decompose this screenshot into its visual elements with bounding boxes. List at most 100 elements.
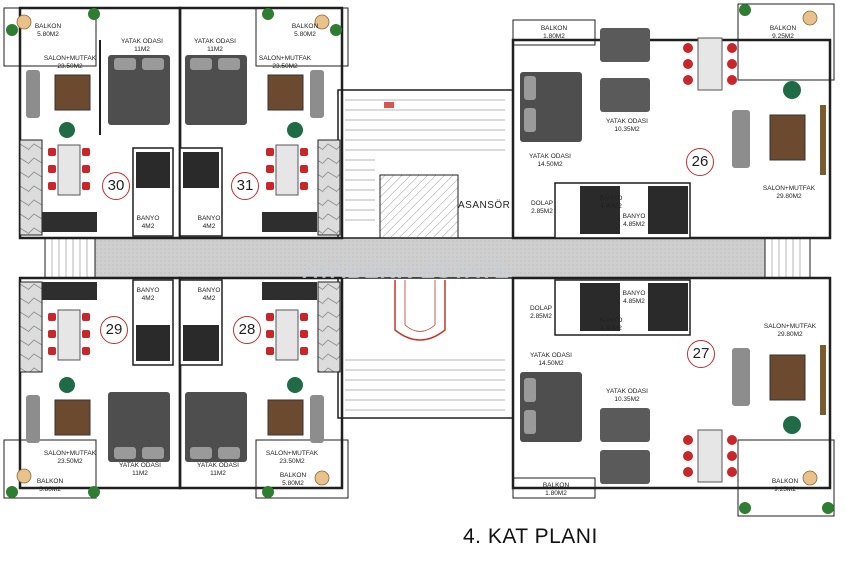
unit-28-armchair <box>287 377 303 393</box>
unit-number-30: 30 <box>102 172 130 200</box>
room-name: BALKON <box>36 478 64 485</box>
unit-number-31: 31 <box>231 172 259 200</box>
room-area: 1.80M2 <box>543 32 565 40</box>
unit-27-dining-table <box>697 429 723 483</box>
room-area: 5.80M2 <box>294 30 316 38</box>
unit-27-armchair <box>783 416 801 434</box>
unit-27-table <box>769 354 806 401</box>
room-area: 4M2 <box>202 294 216 302</box>
room-area: 4M2 <box>202 222 216 230</box>
unit-30-kitchen <box>19 139 43 236</box>
room-area: 23.50M2 <box>57 62 83 70</box>
unit-30-balcony <box>3 7 97 67</box>
room-name: SALON+MUTFAK <box>265 450 319 457</box>
unit-28-kitchen <box>317 281 341 373</box>
unit-31-armchair <box>287 122 303 138</box>
unit-29-balcony <box>3 439 97 499</box>
page-title: 4. KAT PLANI <box>463 525 598 548</box>
unit-29-sofa <box>26 395 40 443</box>
unit-26-tv <box>820 105 826 175</box>
unit-29-armchair <box>59 377 75 393</box>
room-area: 9.25M2 <box>774 485 796 493</box>
unit-29-kitchen <box>19 281 43 373</box>
room-name: BANYO <box>599 195 623 202</box>
room-name: BANYO <box>197 287 221 294</box>
room-area: 4M2 <box>141 222 155 230</box>
room-name: BALKON <box>34 23 62 30</box>
room-area: 14.50M2 <box>537 160 563 168</box>
unit-number-27: 27 <box>687 340 715 368</box>
stair-core-bottom <box>337 277 514 419</box>
room-name: BALKON <box>291 23 319 30</box>
room-name: YATAK ODASI <box>119 462 161 469</box>
unit-26-bed-3 <box>600 78 650 112</box>
unit-27-sofa <box>732 348 750 406</box>
room-name: SALON+MUTFAK <box>43 450 97 457</box>
room-name: BALKON <box>769 25 797 32</box>
room-area: 23.50M2 <box>279 457 305 465</box>
unit-30-sofa <box>26 70 40 118</box>
unit-27-tv <box>820 345 826 415</box>
room-name: BALKON <box>542 482 570 489</box>
room-name: BANYO <box>197 215 221 222</box>
unit-31-dining-table <box>275 144 299 196</box>
unit-30-table <box>54 74 91 111</box>
room-name: BANYO <box>599 317 623 324</box>
room-area: 5.80M2 <box>282 479 304 487</box>
unit-29-table <box>54 399 91 436</box>
unit-30-dining-table <box>57 144 81 196</box>
unit-31-sofa <box>310 70 324 118</box>
unit-29-bed <box>108 392 170 462</box>
unit-28-wall <box>178 276 344 490</box>
spiral-stair <box>394 280 446 341</box>
unit-26-table <box>769 114 806 161</box>
room-name: YATAK ODASI <box>121 38 163 45</box>
unit-30-armchair <box>59 122 75 138</box>
room-area: 5.80M2 <box>39 485 61 493</box>
room-name: BANYO <box>136 287 160 294</box>
room-name: DOLAP <box>529 305 553 312</box>
room-area: 2.85M2 <box>531 207 553 215</box>
unit-27-bed-3 <box>600 450 650 484</box>
unit-27-bed-2 <box>600 408 650 442</box>
room-name: YATAK ODASI <box>197 462 239 469</box>
unit-30-bed <box>108 55 170 125</box>
unit-26-dining-table <box>697 37 723 91</box>
room-area: 10.35M2 <box>614 125 640 133</box>
unit-31-table <box>267 74 304 111</box>
elevator-door <box>384 102 394 108</box>
unit-29-dining-table <box>57 309 81 361</box>
room-name: BANYO <box>136 215 160 222</box>
room-area: 14.50M2 <box>538 359 564 367</box>
unit-number-26: 26 <box>686 148 714 176</box>
room-area: 1.80M2 <box>545 489 567 497</box>
room-area: 9.25M2 <box>772 32 794 40</box>
room-area: 11M2 <box>210 469 226 477</box>
unit-26-bed-2 <box>600 28 650 62</box>
room-name: YATAK ODASI <box>194 38 236 45</box>
room-area: 29.80M2 <box>776 192 802 200</box>
room-area: 11M2 <box>134 45 150 53</box>
unit-26-sofa <box>732 110 750 168</box>
brand-watermark: ATABERK ESTATE <box>302 258 510 283</box>
unit-number-29: 29 <box>100 316 128 344</box>
